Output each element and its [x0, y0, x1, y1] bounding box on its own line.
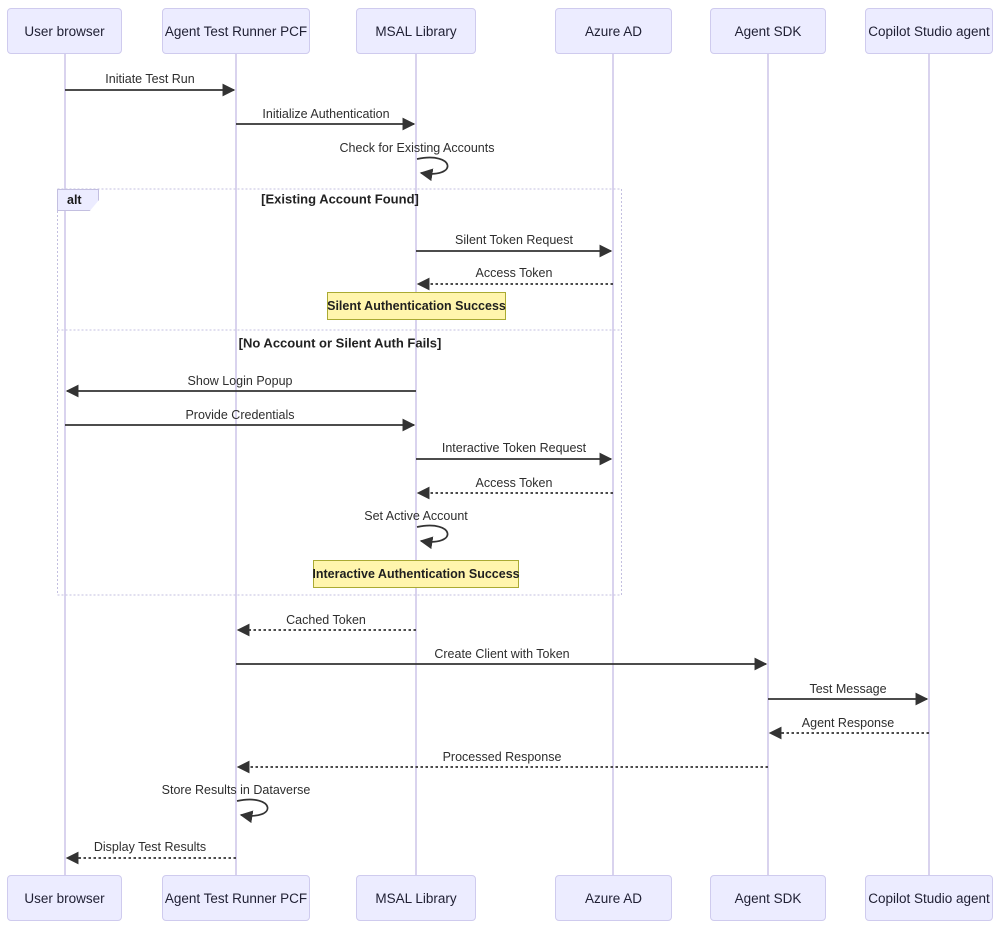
participant-user-browser-top[interactable]: User browser: [7, 8, 122, 54]
self-loop-check-for-existing-accounts: [416, 156, 449, 182]
message-label-initiate-test-run: Initiate Test Run: [105, 72, 195, 86]
message-label-set-active-account: Set Active Account: [364, 509, 468, 523]
message-label-initialize-authentication: Initialize Authentication: [262, 107, 390, 121]
message-label-create-client-with-token: Create Client with Token: [434, 647, 570, 661]
participant-agent-sdk-top[interactable]: Agent SDK: [710, 8, 826, 54]
participant-msal-library-bottom[interactable]: MSAL Library: [356, 875, 476, 921]
alt-condition-existing-account-found: [Existing Account Found]: [261, 191, 419, 207]
participant-azure-ad-bottom[interactable]: Azure AD: [555, 875, 672, 921]
message-label-show-login-popup: Show Login Popup: [187, 374, 293, 388]
self-loop-set-active-account: [416, 524, 449, 550]
note-interactive-authentication-success: Interactive Authentication Success: [312, 560, 520, 588]
message-label-access-token-interactive: Access Token: [475, 476, 553, 490]
message-label-processed-response: Processed Response: [442, 750, 562, 764]
message-label-test-message: Test Message: [809, 682, 887, 696]
participant-copilot-studio-agent-bottom[interactable]: Copilot Studio agent: [865, 875, 993, 921]
alt-frame-border: [57, 188, 622, 596]
message-label-provide-credentials: Provide Credentials: [185, 408, 295, 422]
participant-agent-test-runner-pcf-top[interactable]: Agent Test Runner PCF: [162, 8, 310, 54]
note-silent-authentication-success: Silent Authentication Success: [327, 292, 506, 320]
message-label-check-for-existing-accounts: Check for Existing Accounts: [339, 141, 495, 155]
message-label-store-results-in-dataverse: Store Results in Dataverse: [161, 783, 311, 797]
participant-agent-test-runner-pcf-bottom[interactable]: Agent Test Runner PCF: [162, 875, 310, 921]
participant-copilot-studio-agent-top[interactable]: Copilot Studio agent: [865, 8, 993, 54]
participant-user-browser-bottom[interactable]: User browser: [7, 875, 122, 921]
participant-azure-ad-top[interactable]: Azure AD: [555, 8, 672, 54]
message-label-display-test-results: Display Test Results: [93, 840, 207, 854]
message-label-cached-token: Cached Token: [286, 613, 366, 627]
alt-label-tab: alt: [57, 189, 99, 211]
message-label-silent-token-request: Silent Token Request: [455, 233, 573, 247]
message-label-interactive-token-request: Interactive Token Request: [441, 441, 587, 455]
message-label-access-token-silent: Access Token: [475, 266, 553, 280]
self-loop-store-results-in-dataverse: [236, 798, 269, 824]
alt-condition-no-account-or-silent-auth-fails: [No Account or Silent Auth Fails]: [238, 335, 442, 351]
participant-agent-sdk-bottom[interactable]: Agent SDK: [710, 875, 826, 921]
participant-msal-library-top[interactable]: MSAL Library: [356, 8, 476, 54]
message-label-agent-response: Agent Response: [801, 716, 895, 730]
